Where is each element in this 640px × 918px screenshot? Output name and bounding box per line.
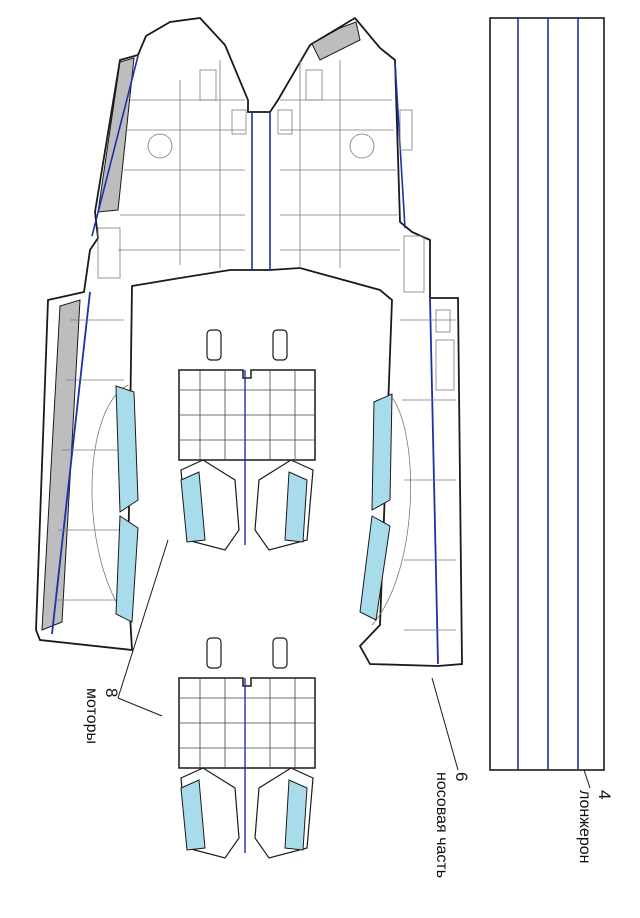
leader-lines <box>117 539 591 789</box>
leader-motors-upper <box>117 539 169 699</box>
left-wing-blue-panel-upper <box>115 385 139 513</box>
callout-spar-number: 4 <box>595 790 614 800</box>
fuselage-wing-sheet <box>35 16 463 667</box>
engine-nacelle-upper <box>178 329 316 551</box>
leader-spar <box>583 769 591 789</box>
callout-spar-label: лонжерон <box>576 790 593 864</box>
callout-motors-number: 8 <box>102 688 121 698</box>
callout-motors: 8 моторы <box>83 688 121 744</box>
callout-nose-number: 6 <box>452 772 471 782</box>
leader-nose <box>431 677 459 771</box>
spar-strip <box>489 17 605 771</box>
sheet-outline <box>35 16 463 667</box>
callout-motors-label: моторы <box>83 688 100 744</box>
right-wing-blue-panel-lower <box>359 515 391 621</box>
panel-details <box>54 60 456 631</box>
right-top-grey-tab <box>311 21 361 61</box>
callout-nose: 6 носовая часть <box>433 772 471 879</box>
leader-motors-lower <box>117 697 163 717</box>
engine-nacelle-lower <box>178 637 316 859</box>
left-upper-grey-flap <box>97 57 135 213</box>
right-wing-blue-panel-upper <box>371 393 393 511</box>
callout-nose-label: носовая часть <box>433 772 450 879</box>
left-wing-blue-panel-lower <box>115 515 139 623</box>
callout-spar: 4 лонжерон <box>576 790 614 864</box>
left-grey-flap <box>41 299 81 631</box>
